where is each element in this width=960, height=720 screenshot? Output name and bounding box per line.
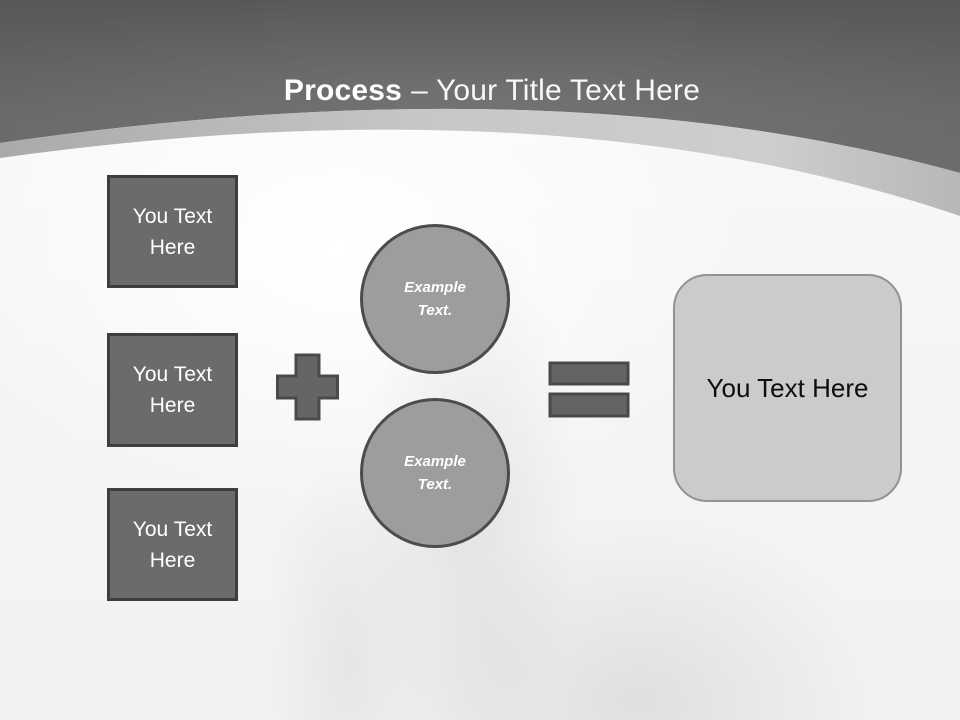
slide-title-subtitle: – Your Title Text Here <box>411 74 701 108</box>
example-circle-1: Example Text. <box>360 224 510 374</box>
slide-title: Process– Your Title Text Here <box>0 74 960 108</box>
result-box: You Text Here <box>673 274 902 502</box>
example-circle-2-label: Example Text. <box>404 453 466 493</box>
example-circle-2: Example Text. <box>360 398 510 548</box>
equals-icon <box>548 361 630 418</box>
input-box-3-label: You Text Here <box>132 517 213 572</box>
input-box-3: You Text Here <box>107 488 238 601</box>
input-box-1: You Text Here <box>107 175 238 288</box>
input-box-2: You Text Here <box>107 333 238 447</box>
example-circle-1-label: Example Text. <box>404 279 466 319</box>
input-box-2-label: You Text Here <box>132 363 213 417</box>
input-box-1-label: You Text Here <box>132 204 213 259</box>
slide-title-keyword: Process <box>283 74 403 108</box>
result-box-label: You Text Here <box>706 372 869 403</box>
plus-icon <box>276 353 339 421</box>
